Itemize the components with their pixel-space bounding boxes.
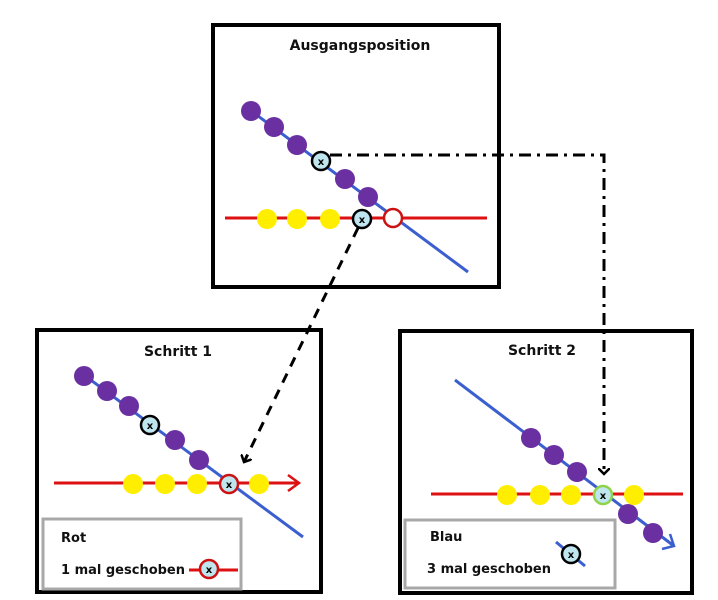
marker-x: x: [568, 550, 575, 561]
marked-bead: [218, 473, 240, 495]
yellow-bead: [123, 474, 143, 494]
purple-bead: [335, 169, 355, 189]
purple-bead: [97, 381, 117, 401]
legend-box-blue: Blau 3 mal geschoben x: [403, 518, 617, 590]
marked-bead: [351, 208, 373, 230]
panel-step2: Schritt 2 x Blau 3 mal geschoben x: [398, 329, 694, 595]
marked-bead: [139, 414, 161, 436]
yellow-bead: [561, 485, 581, 505]
panel-title: Schritt 1: [144, 344, 212, 360]
yellow-beads: [257, 209, 340, 229]
legend-text: 3 mal geschoben: [427, 562, 551, 577]
marker-x: x: [147, 421, 154, 432]
purple-bead: [643, 523, 663, 543]
panel-title: Schritt 2: [508, 343, 576, 359]
purple-bead: [119, 396, 139, 416]
marked-bead-green: x: [592, 484, 614, 506]
panel-title: Ausgangsposition: [290, 38, 431, 54]
marked-bead-blue: x: [310, 150, 332, 172]
purple-bead: [358, 187, 378, 207]
marker-x: x: [359, 215, 366, 226]
purple-beads: [241, 101, 378, 207]
yellow-bead: [155, 474, 175, 494]
empty-intersection: [382, 207, 404, 229]
legend-marked-bead: [560, 543, 582, 565]
yellow-bead: [320, 209, 340, 229]
dashed-arrow-to-step1: [244, 227, 360, 462]
purple-bead: [241, 101, 261, 121]
yellow-bead: [497, 485, 517, 505]
yellow-bead: [257, 209, 277, 229]
purple-bead: [264, 117, 284, 137]
yellow-bead: [287, 209, 307, 229]
red-arrow-head-icon: [287, 473, 302, 493]
yellow-bead: [187, 474, 207, 494]
panel-frame: [211, 23, 501, 289]
marker-x: x: [206, 565, 213, 576]
purple-bead: [618, 504, 638, 524]
blue-arrow-head-icon: [661, 533, 676, 551]
marked-bead-red: x: [218, 473, 240, 495]
marked-bead-red: x: [351, 208, 373, 230]
legend-marked-bead: [198, 558, 220, 580]
panel-step1: Schritt 1 x x Rot 1 mal geschoben x: [35, 328, 323, 594]
purple-bead: [521, 428, 541, 448]
purple-bead: [189, 450, 209, 470]
blue-line: [454, 378, 675, 548]
purple-bead: [74, 366, 94, 386]
legend-text: 1 mal geschoben: [61, 563, 185, 578]
purple-bead: [165, 430, 185, 450]
marked-bead: [592, 484, 614, 506]
purple-bead: [287, 135, 307, 155]
legend-box-red: Rot 1 mal geschoben x: [41, 517, 243, 591]
yellow-bead: [249, 474, 269, 494]
purple-bead: [544, 445, 564, 465]
marked-bead: [310, 150, 332, 172]
legend-heading: Blau: [430, 530, 462, 545]
marker-x: x: [600, 491, 607, 502]
blue-line: [249, 108, 469, 274]
yellow-bead: [530, 485, 550, 505]
yellow-bead: [624, 485, 644, 505]
purple-bead: [567, 462, 587, 482]
panel-start: Ausgangsposition x x: [211, 23, 501, 289]
marked-bead-blue: x: [139, 414, 161, 436]
legend-heading: Rot: [61, 531, 86, 546]
marker-x: x: [226, 480, 233, 491]
dashdot-arrow-to-step2: [330, 153, 604, 474]
marker-x: x: [318, 157, 325, 168]
